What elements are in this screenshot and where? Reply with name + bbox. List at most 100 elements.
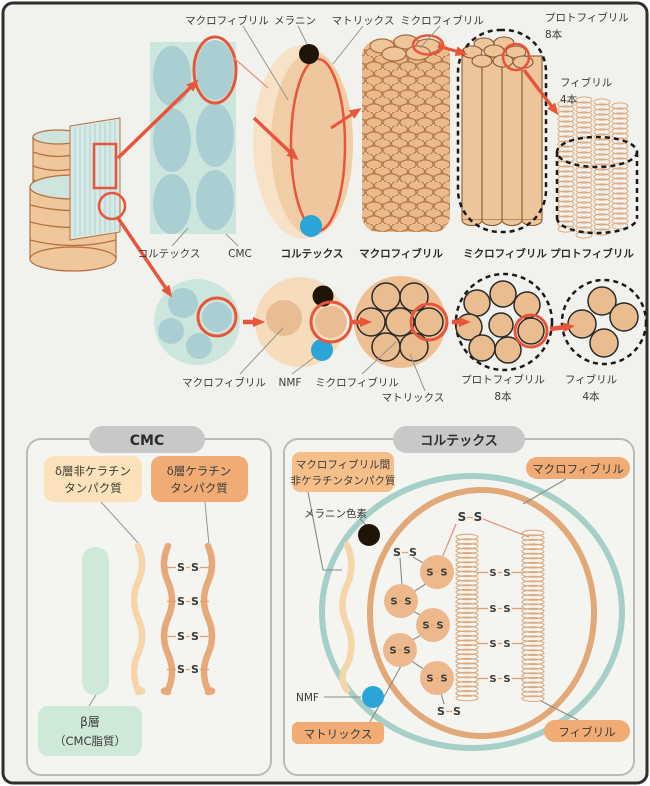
nmf-dot bbox=[311, 339, 333, 361]
coil-strands bbox=[557, 96, 629, 239]
label-protofibril-top: プロトフィブリル bbox=[545, 11, 629, 24]
s-bond-label: S bbox=[440, 568, 447, 579]
s-bond-label: S bbox=[191, 595, 199, 608]
fibril-coil-strands bbox=[455, 529, 545, 703]
s-bond-label: S bbox=[393, 546, 401, 559]
svg-text:フィブリル: フィブリル bbox=[558, 725, 615, 739]
s-bond-label: S bbox=[191, 561, 199, 574]
svg-text:δ層ケラチン: δ層ケラチン bbox=[167, 464, 232, 478]
fibril-pill bbox=[544, 720, 630, 742]
s-bond-label: S bbox=[503, 639, 510, 650]
cortex-title-pill bbox=[393, 426, 525, 453]
s-bond-label: S bbox=[436, 621, 443, 632]
s-bond-label: S bbox=[403, 646, 410, 657]
s-bond-label: S bbox=[426, 674, 433, 685]
cross-section-protofibril bbox=[560, 278, 648, 366]
macrofibril-highlight-ellipse bbox=[289, 57, 347, 233]
cross-section-microfibril bbox=[454, 272, 554, 372]
delta-keratin-box bbox=[151, 456, 248, 502]
nmf-label: NMF bbox=[296, 692, 319, 704]
label-macrofibril-row2: マクロフィブリル bbox=[182, 376, 266, 389]
label-nmf-row2: NMF bbox=[279, 377, 302, 389]
label-microfibril-top: ミクロフィブリル bbox=[400, 14, 484, 27]
hair-shaft-illustration bbox=[29, 117, 127, 272]
cmc-connectors bbox=[88, 501, 210, 707]
svg-text:δ層非ケラチン: δ層非ケラチン bbox=[55, 464, 131, 478]
bundle-dashed-outline bbox=[456, 28, 548, 234]
label-matrix-top: マトリックス bbox=[332, 15, 395, 27]
label-fibril-row2: フィブリル bbox=[565, 373, 617, 386]
beta-layer-bar bbox=[82, 547, 109, 695]
svg-text:非ケラチンタンパク質: 非ケラチンタンパク質 bbox=[291, 474, 396, 487]
label-microfibril-bold: ミクロフィブリル bbox=[463, 247, 547, 260]
nmf-dot bbox=[362, 686, 384, 708]
macrofibril-pill bbox=[526, 457, 630, 479]
inter-macrofibril-box bbox=[292, 452, 394, 492]
cross-section-macrofibril bbox=[354, 276, 449, 368]
svg-text:タンパク質: タンパク質 bbox=[64, 481, 122, 495]
s-bond-label: S bbox=[177, 561, 185, 574]
s-bond-label: S bbox=[422, 621, 429, 632]
label-cortex-mid: コルテックス bbox=[138, 248, 201, 260]
delta-non-keratin-box bbox=[44, 456, 142, 502]
s-bond-label: S bbox=[177, 630, 185, 643]
s-bond-label: S bbox=[458, 510, 467, 524]
cortex-connectors bbox=[307, 478, 579, 723]
bond-connector-lines bbox=[441, 518, 530, 559]
cross-section-cortex-cell bbox=[255, 277, 353, 367]
magnification-arrows bbox=[116, 44, 575, 333]
s-bond-label: S bbox=[437, 705, 445, 718]
label-connector-lines bbox=[171, 25, 441, 392]
cell-membrane-ellipse bbox=[319, 473, 625, 751]
s-bond-label: S bbox=[177, 663, 185, 676]
protofibril-coils bbox=[555, 96, 639, 239]
svg-text:マトリックス: マトリックス bbox=[304, 727, 373, 741]
protofibril-highlight-ring bbox=[501, 42, 531, 72]
s-bond-label: S bbox=[409, 546, 417, 559]
cross-section-cortex-cells bbox=[154, 279, 240, 365]
label-fibril-count-top: 4本 bbox=[560, 93, 578, 106]
label-protofibril-count-top: 8本 bbox=[545, 28, 563, 41]
highlight-ring bbox=[196, 296, 238, 338]
matrix-box bbox=[292, 722, 384, 744]
highlight-ring bbox=[513, 313, 549, 349]
microfibril-highlight-ring bbox=[411, 34, 445, 56]
label-fibril-count-row2: 4本 bbox=[582, 390, 600, 403]
label-protofibril-count-row2: 8本 bbox=[494, 390, 512, 403]
s-bond-label: S bbox=[503, 568, 510, 579]
label-protofibril-row2: プロトフィブリル bbox=[461, 373, 545, 386]
s-bond-label: S bbox=[453, 705, 461, 718]
cortex-cells-panel bbox=[150, 35, 238, 234]
svg-text:タンパク質: タンパク質 bbox=[170, 481, 228, 495]
cortex-title: コルテックス bbox=[420, 434, 498, 449]
cortex-cell-ellipse bbox=[253, 44, 353, 239]
s-bond-label: S bbox=[489, 674, 496, 685]
cmc-title-pill bbox=[89, 426, 205, 453]
label-melanin-top: メラニン bbox=[274, 15, 316, 27]
s-bond-label: S bbox=[440, 674, 447, 685]
s-bond-label: S bbox=[177, 595, 185, 608]
melanin-dot bbox=[299, 44, 319, 64]
melanin-pigment-label: メラニン色素 bbox=[304, 507, 367, 520]
s-bond-label: S bbox=[489, 639, 496, 650]
zoom-rect-highlight bbox=[92, 142, 118, 190]
s-bond-label: S bbox=[474, 510, 483, 524]
cell-highlight-ring bbox=[192, 35, 238, 105]
label-cmc-mid: CMC bbox=[228, 248, 252, 260]
label-macrofibril-bold: マクロフィブリル bbox=[359, 247, 443, 260]
beta-layer-box bbox=[38, 706, 142, 756]
s-bond-label: S bbox=[389, 646, 396, 657]
svg-text:β層: β層 bbox=[80, 715, 100, 729]
nmf-dot bbox=[300, 215, 322, 237]
protein-strands bbox=[130, 542, 216, 696]
zoom-circle-highlight bbox=[97, 191, 127, 221]
label-macrofibril-top: マクロフィブリル bbox=[185, 14, 269, 27]
cmc-title: CMC bbox=[130, 433, 164, 449]
macrofibril-column bbox=[362, 34, 450, 232]
melanin-dot bbox=[358, 524, 380, 546]
s-bond-label: S bbox=[390, 597, 397, 608]
